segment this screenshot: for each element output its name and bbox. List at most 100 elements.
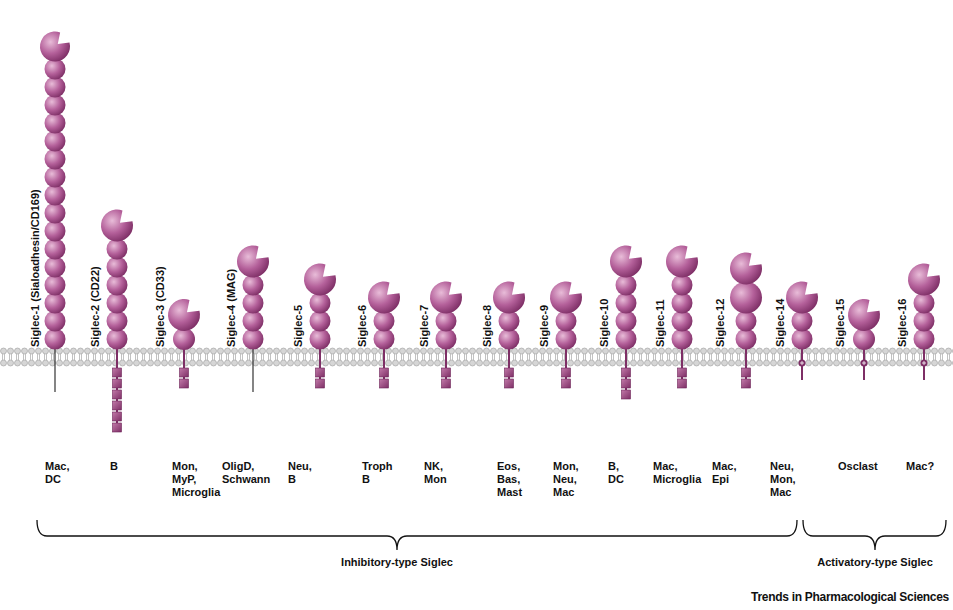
siglec-molecule — [666, 246, 698, 388]
cell-type: Osclast — [838, 460, 878, 473]
c2-domain — [736, 311, 757, 332]
c2-domain — [173, 328, 195, 350]
v-set-domain — [666, 246, 698, 278]
v-set-domain — [430, 282, 462, 314]
charged-residue — [861, 360, 868, 367]
c2-domain — [45, 131, 66, 152]
c2-domain — [45, 257, 66, 278]
siglec-molecule — [550, 282, 582, 389]
c2-domain — [853, 328, 875, 350]
itim-motif — [678, 368, 687, 377]
cell-type: Eos, Bas, Mast — [497, 460, 522, 499]
charge-mark — [922, 361, 926, 365]
c2-domain — [45, 221, 66, 242]
v-set-domain — [40, 31, 70, 61]
v-set-domain — [730, 253, 762, 285]
c2-domain — [374, 311, 395, 332]
siglec-molecule — [730, 253, 762, 388]
c2-domain — [556, 311, 577, 332]
siglec-molecule — [786, 282, 818, 381]
siglec-name: Siglec-3 (CD33) — [154, 266, 167, 347]
c2-domain — [914, 293, 935, 314]
cell-type: Neu, B — [288, 460, 312, 486]
cell-type: Mac, DC — [45, 460, 69, 486]
c2-domain — [243, 329, 264, 350]
c2-domain — [107, 311, 128, 332]
cell-type: Mac, Microglia — [653, 460, 701, 486]
itim-motif — [622, 379, 631, 388]
c2-domain — [310, 311, 331, 332]
v-set-domain — [908, 264, 940, 296]
siglec-name: Siglec-8 — [481, 305, 494, 347]
c2-domain — [914, 311, 935, 332]
itim-motif — [316, 368, 325, 377]
cell-type: Mac, Epi — [712, 460, 736, 486]
c2-domain — [45, 311, 66, 332]
c2-domain — [45, 275, 66, 296]
c2-domain — [616, 275, 637, 296]
v-set-domain — [368, 282, 400, 314]
c2-domain — [374, 329, 395, 350]
cell-type: Neu, Mon, Mac — [770, 460, 796, 499]
group-label: Inhibitory-type Siglec — [341, 556, 453, 568]
c2-domain — [672, 293, 693, 314]
cell-type: Mon, MyP, Microglia — [172, 460, 220, 499]
c2-domain — [45, 113, 66, 134]
c2-domain — [45, 95, 66, 116]
v-set-domain — [610, 246, 642, 278]
itim-motif — [562, 379, 571, 388]
siglec-molecule — [908, 264, 940, 381]
itim-motif — [180, 368, 189, 377]
c2-domain — [672, 311, 693, 332]
itim-motif — [505, 368, 514, 377]
siglec-name: Siglec-12 — [714, 299, 727, 347]
c2-domain — [736, 329, 757, 350]
c2-domain — [107, 275, 128, 296]
siglec-name: Siglec-14 — [774, 299, 787, 347]
siglec-name: Siglec-1 (Sialoadhesin/CD169) — [29, 189, 42, 347]
c2-domain — [107, 293, 128, 314]
itim-motif — [742, 379, 751, 388]
siglec-molecule — [168, 299, 200, 388]
lipid-bilayer — [0, 346, 953, 368]
c2-domain — [556, 329, 577, 350]
cell-type: Troph B — [362, 460, 393, 486]
v-set-domain — [168, 299, 200, 331]
c2-domain — [310, 329, 331, 350]
itim-motif — [622, 390, 631, 399]
group-label: Activatory-type Siglec — [817, 556, 933, 568]
cell-type: B, DC — [608, 460, 624, 486]
siglec-molecule — [610, 246, 642, 399]
c2-domain — [45, 59, 66, 80]
itim-motif — [678, 379, 687, 388]
itim-motif — [622, 368, 631, 377]
c2-domain — [914, 329, 935, 350]
itim-motif — [380, 379, 389, 388]
cell-type: Mon, Neu, Mac — [553, 460, 579, 499]
charged-residue — [799, 360, 806, 367]
c2-domain — [45, 149, 66, 170]
cell-type: Mac? — [906, 460, 934, 473]
siglec-name: Siglec-5 — [292, 305, 305, 347]
itim-motif — [113, 423, 122, 432]
itim-motif — [180, 379, 189, 388]
itim-motif — [113, 401, 122, 410]
c2-domain — [792, 329, 813, 350]
c2-domain — [243, 293, 264, 314]
c2-domain — [436, 311, 457, 332]
c2-domain — [672, 275, 693, 296]
itim-motif — [442, 368, 451, 377]
itim-motif — [113, 412, 122, 421]
siglec-name: Siglec-2 (CD22) — [89, 266, 102, 347]
itim-motif — [316, 379, 325, 388]
siglec-name: Siglec-4 (MAG) — [225, 269, 238, 347]
c2-domain — [499, 311, 520, 332]
c2-domain — [45, 167, 66, 188]
itim-motif — [113, 368, 122, 377]
c2-domain — [45, 185, 66, 206]
cell-type: B — [110, 460, 118, 473]
c2-domain — [616, 311, 637, 332]
cell-type: NK, Mon — [424, 460, 447, 486]
c2-domain — [45, 77, 66, 98]
